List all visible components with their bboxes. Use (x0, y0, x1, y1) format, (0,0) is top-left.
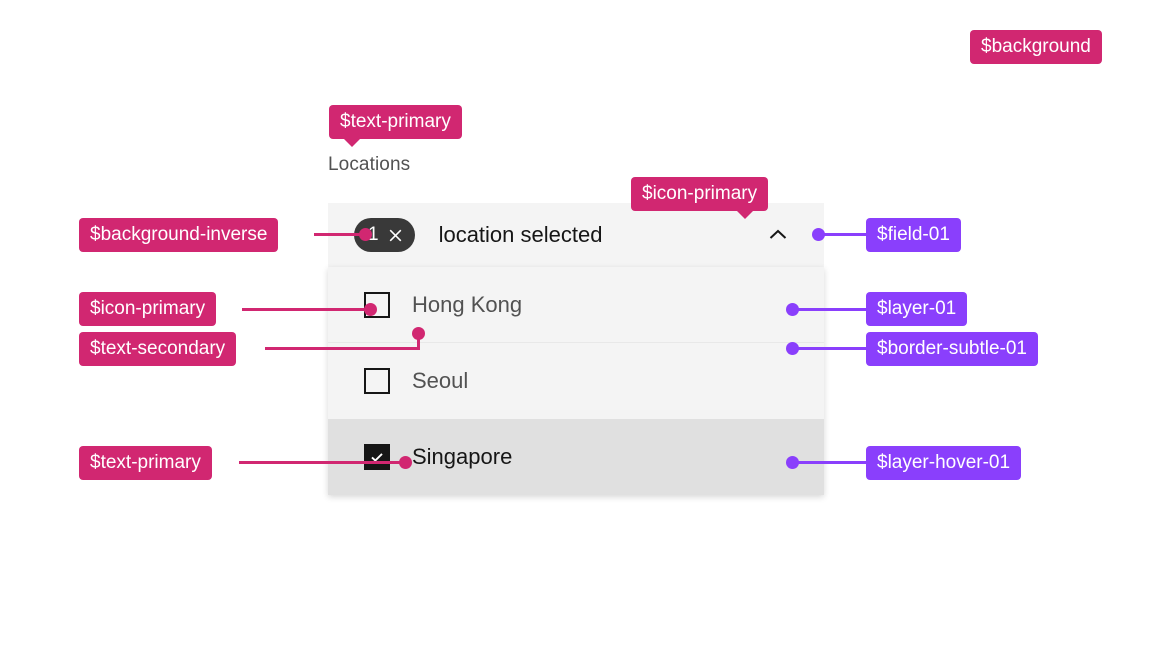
annotation-label: $background-inverse (90, 224, 268, 245)
field-text: location selected (438, 222, 603, 247)
connector-line (818, 233, 872, 236)
chevron-up-icon[interactable] (760, 217, 796, 253)
annotation-label: $text-primary (90, 452, 201, 473)
connector-dot (412, 327, 425, 340)
list-item[interactable]: Seoul (328, 343, 824, 419)
annotation-label: $text-primary (340, 111, 451, 132)
connector-dot (786, 342, 799, 355)
annotation-label: $icon-primary (90, 298, 206, 319)
connector-dot (812, 228, 825, 241)
list-item[interactable]: Hong Kong (328, 267, 824, 343)
list-item-label: Seoul (412, 368, 469, 393)
connector-dot (786, 456, 799, 469)
annotation-text-secondary: $text-secondary (79, 332, 237, 366)
connector-dot (364, 303, 377, 316)
annotation-layer-01: $layer-01 (866, 292, 968, 326)
selected-count-value: 1 (368, 224, 379, 245)
connector-line (798, 347, 872, 350)
connector-line (239, 461, 407, 464)
connector-line (265, 347, 420, 350)
dropdown-menu: Hong Kong Seoul Singapore (328, 267, 824, 495)
annotation-label: $background (981, 36, 1091, 57)
connector-dot (399, 456, 412, 469)
tooltip-tail-icon (736, 210, 755, 219)
annotation-icon-primary-chevron: $icon-primary (631, 177, 769, 219)
annotation-label: $icon-primary (642, 183, 758, 204)
tooltip-tail-icon (343, 138, 361, 147)
close-icon[interactable] (381, 220, 411, 250)
annotation-label: $border-subtle-01 (877, 338, 1027, 359)
connector-line (417, 334, 420, 349)
connector-dot (786, 303, 799, 316)
annotation-icon-primary-checkbox: $icon-primary (79, 292, 217, 326)
connector-dot (359, 228, 372, 241)
annotation-label: $layer-01 (877, 298, 957, 319)
annotation-label: $field-01 (877, 224, 950, 245)
annotation-background: $background (970, 30, 1102, 64)
connector-line (314, 233, 366, 236)
annotation-label: $layer-hover-01 (877, 452, 1011, 473)
multiselect-dropdown: 1 location selected Hong Kong (328, 203, 824, 495)
connector-line (798, 461, 872, 464)
annotation-layer-hover-01: $layer-hover-01 (866, 446, 1022, 480)
connector-line (242, 308, 372, 311)
connector-line (798, 308, 872, 311)
annotation-text-primary-item: $text-primary (79, 446, 212, 480)
list-item[interactable]: Singapore (328, 419, 824, 495)
annotation-field-01: $field-01 (866, 218, 961, 252)
list-item-label: Singapore (412, 444, 513, 469)
annotation-border-subtle-01: $border-subtle-01 (866, 332, 1038, 366)
list-item-label: Hong Kong (412, 292, 523, 317)
checkbox-unchecked-icon[interactable] (364, 368, 390, 394)
annotation-label: $text-secondary (90, 338, 226, 359)
field-label: Locations (328, 154, 411, 175)
checkbox-checked-icon[interactable] (364, 444, 390, 470)
annotation-background-inverse: $background-inverse (79, 218, 279, 252)
annotation-text-primary-label: $text-primary (329, 105, 462, 147)
